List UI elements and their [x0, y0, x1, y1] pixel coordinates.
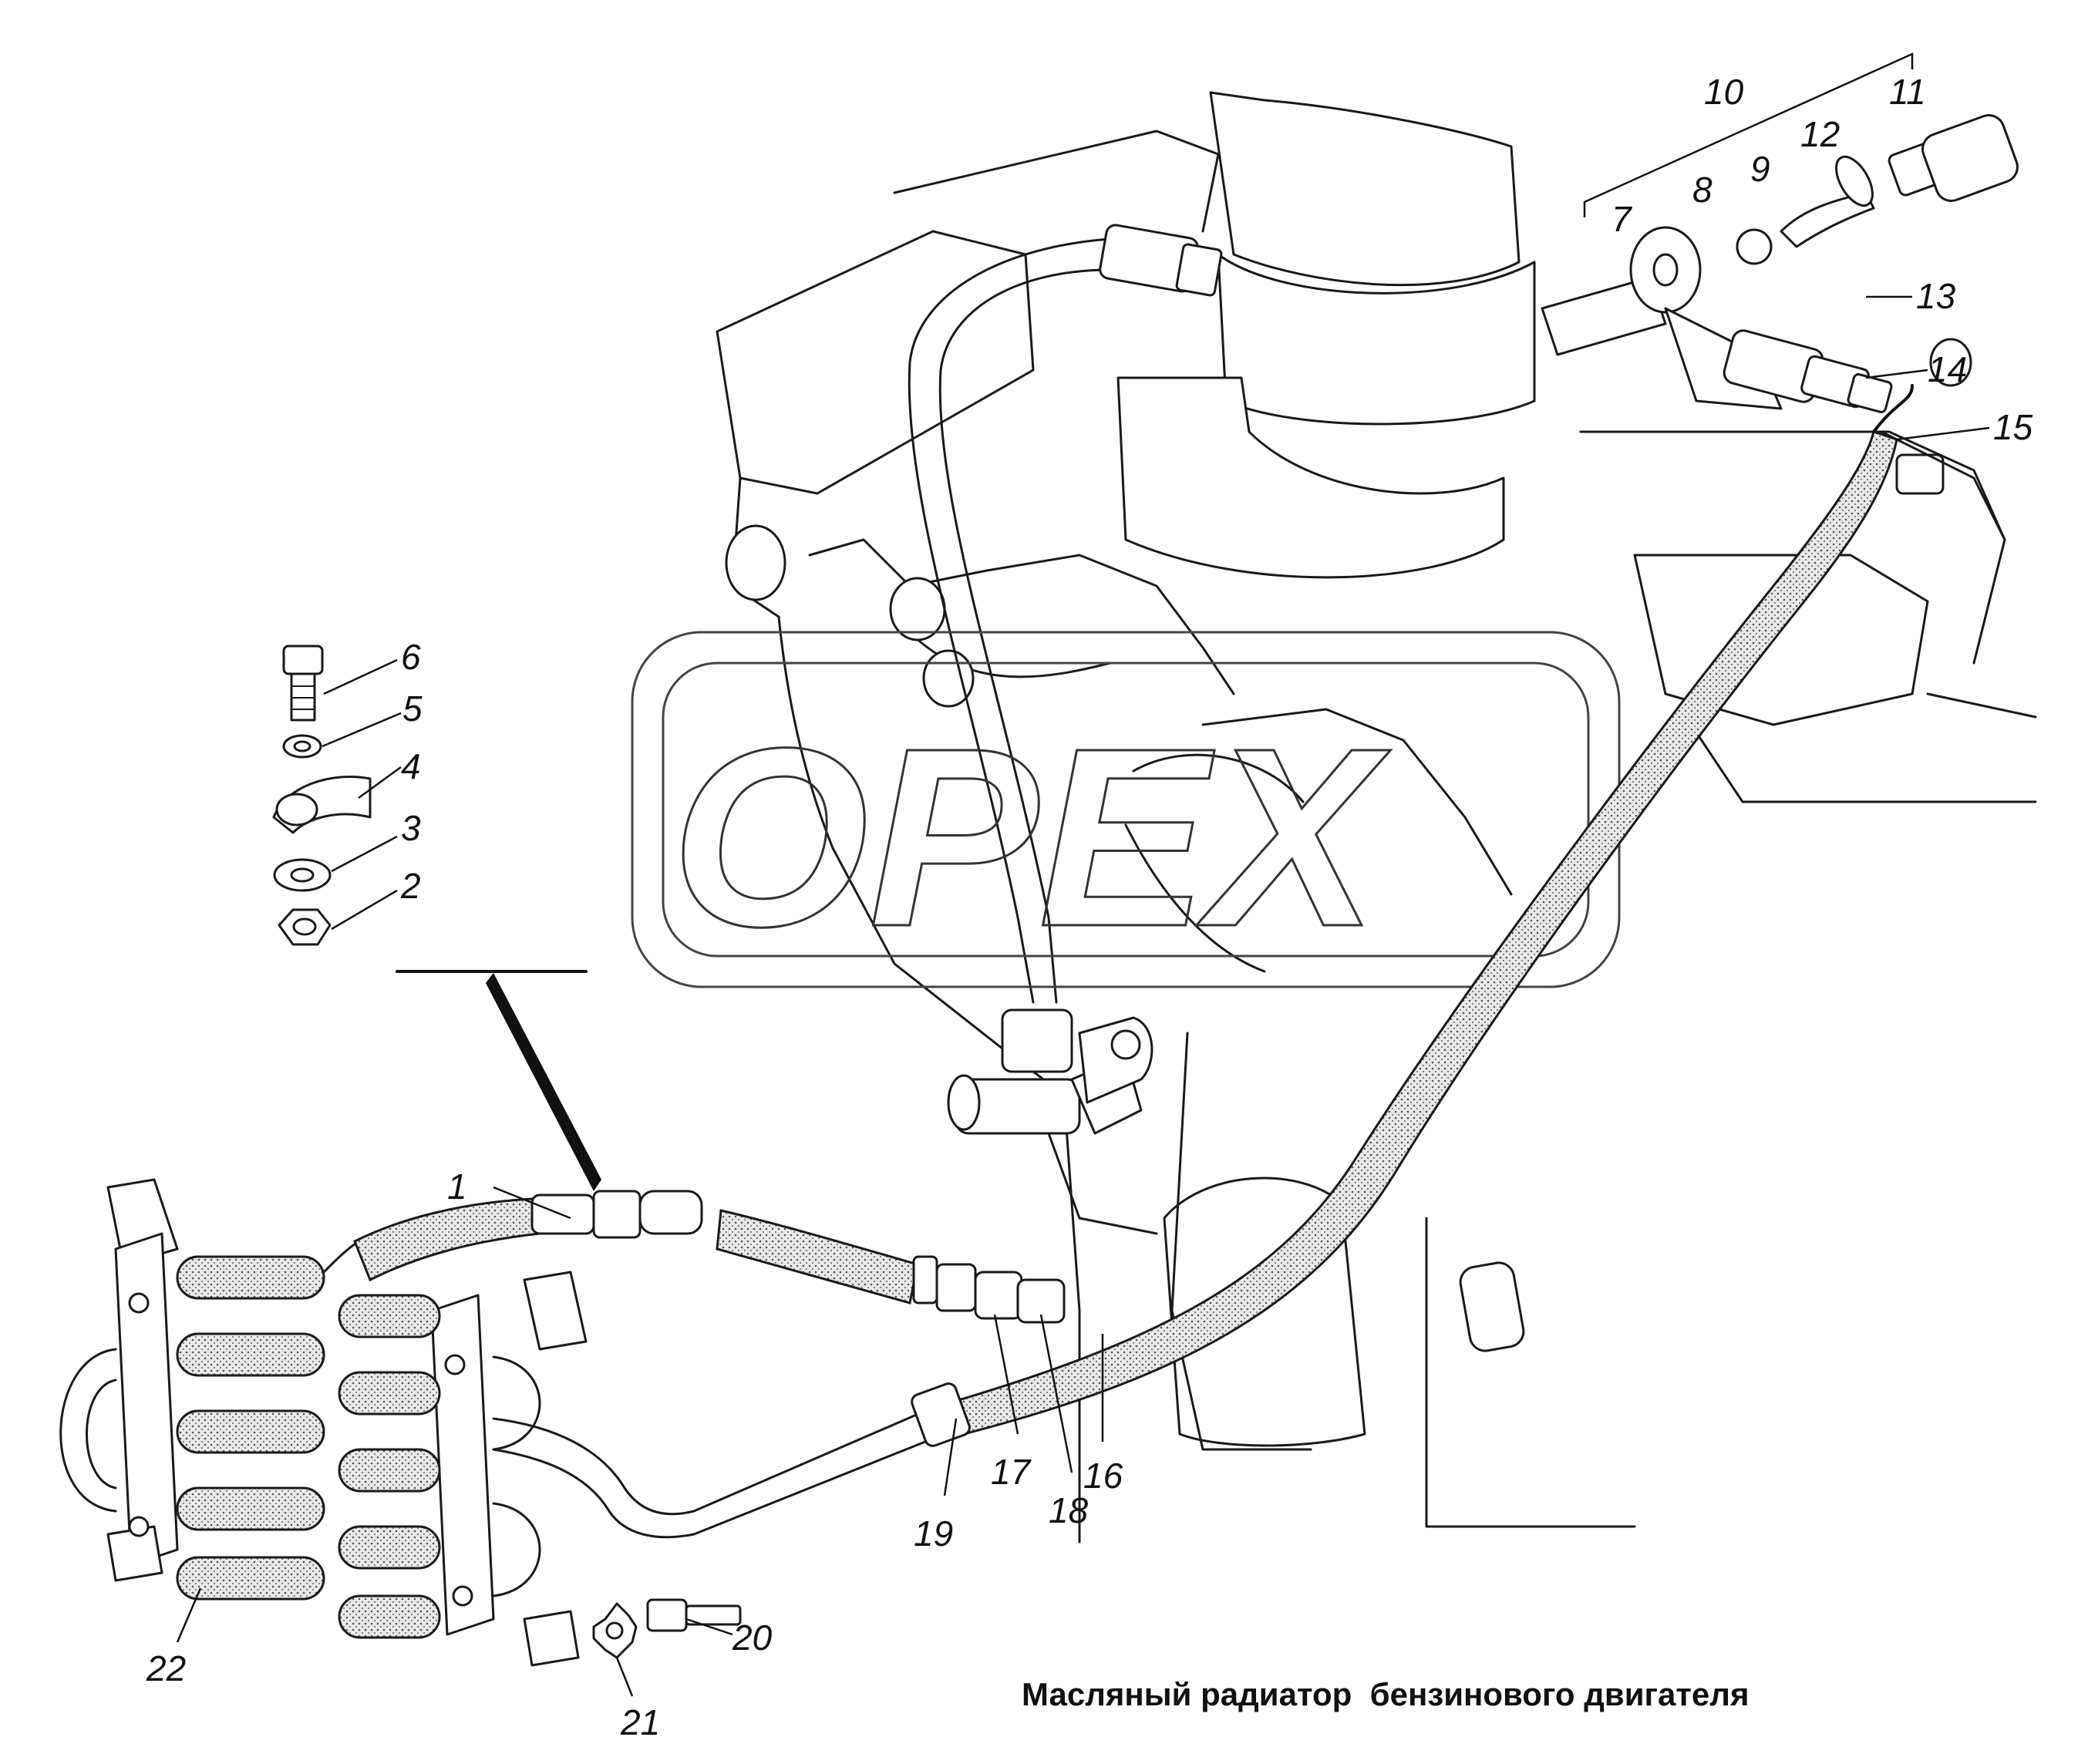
cooler-fasteners — [592, 1598, 742, 1659]
watermark: OPEX — [631, 631, 1621, 988]
callout-2: 2 — [400, 866, 421, 906]
callout-labels: 1 2 3 4 5 6 7 8 9 10 11 12 13 14 15 16 1… — [146, 72, 2033, 1742]
callout-15: 15 — [1993, 407, 2033, 447]
callout-4: 4 — [401, 746, 421, 786]
callout-9: 9 — [1750, 149, 1770, 189]
callout-20: 20 — [732, 1618, 773, 1658]
callout-18: 18 — [1049, 1490, 1089, 1530]
callout-14: 14 — [1928, 349, 1967, 389]
callout-12: 12 — [1800, 114, 1840, 154]
cooler-inlet-hose — [322, 1190, 1066, 1324]
diagram-caption: Масляный радиатор бензинового двигателя — [1022, 1676, 1749, 1712]
fastener-parts — [272, 645, 372, 946]
callout-13: 13 — [1916, 276, 1956, 316]
callout-8: 8 — [1692, 170, 1712, 210]
callout-7: 7 — [1611, 199, 1632, 239]
callout-22: 22 — [146, 1648, 186, 1688]
callout-10: 10 — [1704, 72, 1744, 112]
callout-21: 21 — [620, 1702, 660, 1742]
view-arrow — [396, 970, 601, 1191]
callout-1: 1 — [447, 1166, 467, 1207]
cooler-return-pipe — [492, 1382, 971, 1539]
callout-6: 6 — [401, 637, 421, 677]
callout-3: 3 — [401, 808, 421, 848]
callout-16: 16 — [1083, 1456, 1123, 1496]
callout-11: 11 — [1889, 72, 1926, 112]
callout-19: 19 — [914, 1513, 953, 1554]
engine-block — [716, 91, 2037, 1544]
watermark-text: OPEX — [671, 695, 1391, 979]
oil-cooler — [59, 1178, 588, 1667]
callout-17: 17 — [991, 1452, 1032, 1492]
bypass-valve-assembly — [1541, 114, 2019, 541]
bracket-10 — [1583, 52, 1914, 217]
lower-tee-fitting — [947, 1008, 1158, 1235]
leader-lines — [176, 295, 1990, 1697]
callout-5: 5 — [402, 688, 423, 729]
